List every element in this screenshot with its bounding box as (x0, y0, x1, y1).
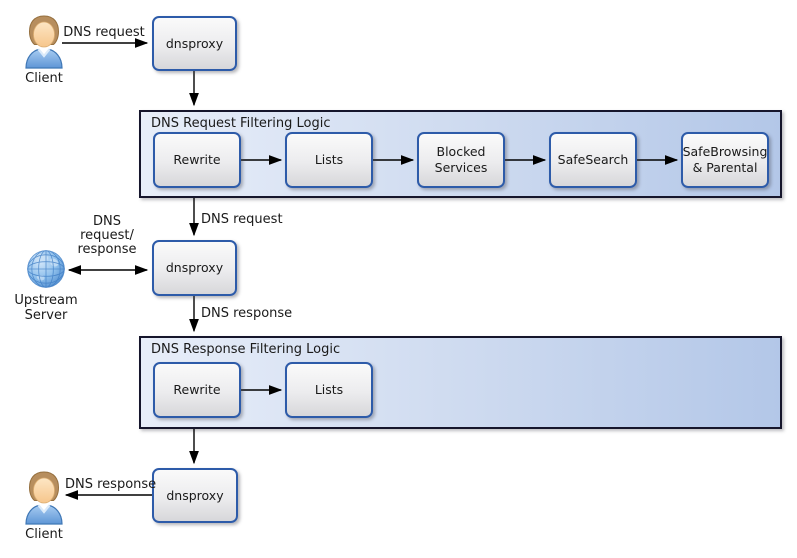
client-top-icon (25, 15, 63, 69)
client-bottom-icon (25, 471, 63, 525)
label-line-dns: DNS (93, 214, 121, 229)
blocked-services-box: Blocked Services (417, 132, 505, 188)
lists-box-2: Lists (285, 362, 373, 418)
upstream-server-icon (27, 250, 65, 288)
safesearch-box: SafeSearch (549, 132, 637, 188)
dns-response-filter-container: DNS Response Filtering Logic (139, 336, 782, 429)
client-bottom-label: Client (25, 527, 63, 542)
label-dns-response-bottom: DNS response (65, 477, 157, 492)
dns-response-filter-title: DNS Response Filtering Logic (151, 342, 341, 357)
upstream-server-label: Upstream Server (14, 293, 78, 323)
label-line-request: request/ (80, 228, 134, 243)
label-dns-request-top: DNS request (63, 25, 145, 40)
rewrite-box-2: Rewrite (153, 362, 241, 418)
label-dns-request-response: DNS request/ response (72, 215, 142, 257)
label-line-response: response (77, 242, 137, 257)
label-dns-request-mid: DNS request (201, 212, 283, 227)
rewrite-box-1: Rewrite (153, 132, 241, 188)
safebrowsing-parental-box: SafeBrowsing & Parental (681, 132, 769, 188)
dnsproxy-3-box: dnsproxy (152, 468, 238, 523)
client-top-label: Client (25, 71, 63, 86)
dnsproxy-2-box: dnsproxy (152, 240, 237, 296)
lists-box-1: Lists (285, 132, 373, 188)
dnsproxy-1-box: dnsproxy (152, 16, 237, 71)
dns-request-filter-title: DNS Request Filtering Logic (151, 116, 331, 131)
label-dns-response-mid: DNS response (201, 306, 293, 321)
